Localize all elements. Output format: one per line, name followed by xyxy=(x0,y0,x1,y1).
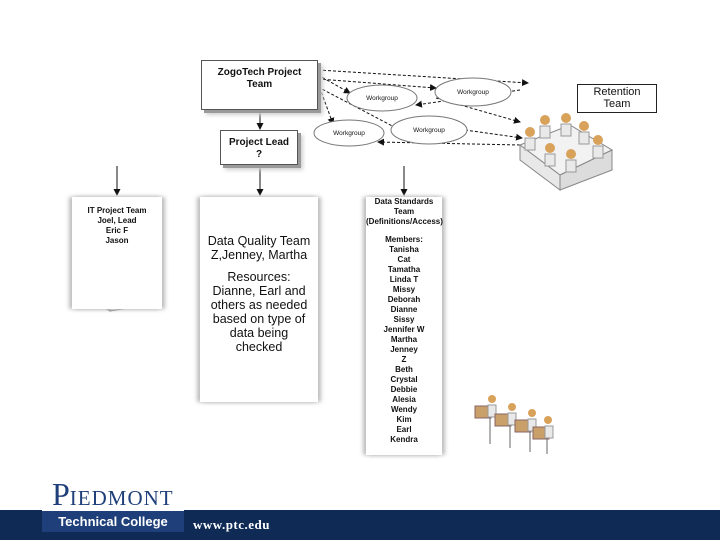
data-standards-title: Data Standards Team xyxy=(374,197,434,216)
data-quality-members: Z,Jenney, Martha xyxy=(210,248,308,262)
retention-team-box: Retention Team xyxy=(577,84,657,113)
resources-line: checked xyxy=(235,340,283,354)
project-lead-line1: Project Lead xyxy=(228,137,290,148)
data-quality-title: Data Quality Team xyxy=(207,234,311,248)
dashed-arrow-1 xyxy=(317,74,351,94)
member: Alesia xyxy=(392,395,416,404)
retention-team-line1: Retention xyxy=(593,86,641,98)
member: Sissy xyxy=(393,315,415,324)
logo-initial: P xyxy=(52,476,70,512)
it-team-member: Jason xyxy=(105,236,129,245)
data-standards-subtitle: (Definitions/Access) xyxy=(366,217,443,226)
data-quality-panel: Data Quality Team Z,Jenney, Martha Resou… xyxy=(200,197,318,402)
workgroup-ellipse-3 xyxy=(313,119,385,147)
workgroup-label-3: Workgroup xyxy=(333,130,365,137)
project-lead-line2: ? xyxy=(255,149,263,160)
workgroup-ellipse-4 xyxy=(390,115,468,145)
member: Missy xyxy=(392,285,416,294)
workgroup-label-2: Workgroup xyxy=(457,89,489,96)
member: Tamatha xyxy=(387,265,421,274)
logo-name: IEDMONT xyxy=(69,486,174,510)
workgroup-label-1: Workgroup xyxy=(366,95,398,102)
member: Deborah xyxy=(387,295,421,304)
it-team-member: Joel, Lead xyxy=(97,216,137,225)
meeting-table-icon xyxy=(518,113,614,191)
project-lead-box: Project Lead ? xyxy=(220,130,298,165)
standards-workers-icon xyxy=(474,395,554,454)
member: Crystal xyxy=(390,375,418,384)
it-team-panel: IT Project Team Joel, Lead Eric F Jason xyxy=(72,197,162,309)
workgroup-label-4: Workgroup xyxy=(413,127,445,134)
member: Martha xyxy=(390,335,418,344)
member: Kim xyxy=(396,415,412,424)
member: Tanisha xyxy=(389,245,419,254)
resources-line: others as needed xyxy=(210,298,308,312)
member: Wendy xyxy=(390,405,418,414)
resources-line: Resources: xyxy=(227,270,291,284)
resources-line: Dianne, Earl and xyxy=(212,284,306,298)
resources-line: data being xyxy=(229,326,289,340)
member: Kendra xyxy=(390,435,418,444)
it-team-member: Eric F xyxy=(105,226,129,235)
dashed-arrow-3 xyxy=(317,82,335,125)
dashed-arrow-6 xyxy=(435,97,521,124)
project-team-line2: Team xyxy=(246,79,273,90)
workgroup-ellipse-1 xyxy=(346,84,418,112)
data-standards-panel: Data Standards Team (Definitions/Access)… xyxy=(366,197,443,455)
members-label: Members: xyxy=(385,235,423,244)
member: Debbie xyxy=(390,385,418,394)
dashed-arrow-4 xyxy=(317,86,401,131)
member: Linda T xyxy=(389,275,419,284)
member: Z xyxy=(401,355,407,364)
member: Jennifer W xyxy=(383,325,425,334)
project-team-line1: ZogoTech Project xyxy=(217,67,302,78)
retention-team-line2: Team xyxy=(603,98,631,110)
member: Jenney xyxy=(390,345,418,354)
member: Earl xyxy=(396,425,412,434)
resources-line: based on type of xyxy=(212,312,306,326)
member: Beth xyxy=(395,365,413,374)
dashed-arrow-8 xyxy=(464,129,523,141)
member: Dianne xyxy=(390,305,418,314)
workgroup-ellipse-2 xyxy=(434,77,512,107)
it-team-title: IT Project Team xyxy=(87,206,147,215)
project-team-box: ZogoTech Project Team xyxy=(201,60,318,110)
dashed-arrow-9 xyxy=(377,138,521,146)
member: Cat xyxy=(397,255,411,264)
website-url[interactable]: www.ptc.edu xyxy=(193,517,271,532)
piedmont-logo: PIEDMONT Technical College xyxy=(42,476,184,532)
logo-subtitle: Technical College xyxy=(42,511,184,532)
